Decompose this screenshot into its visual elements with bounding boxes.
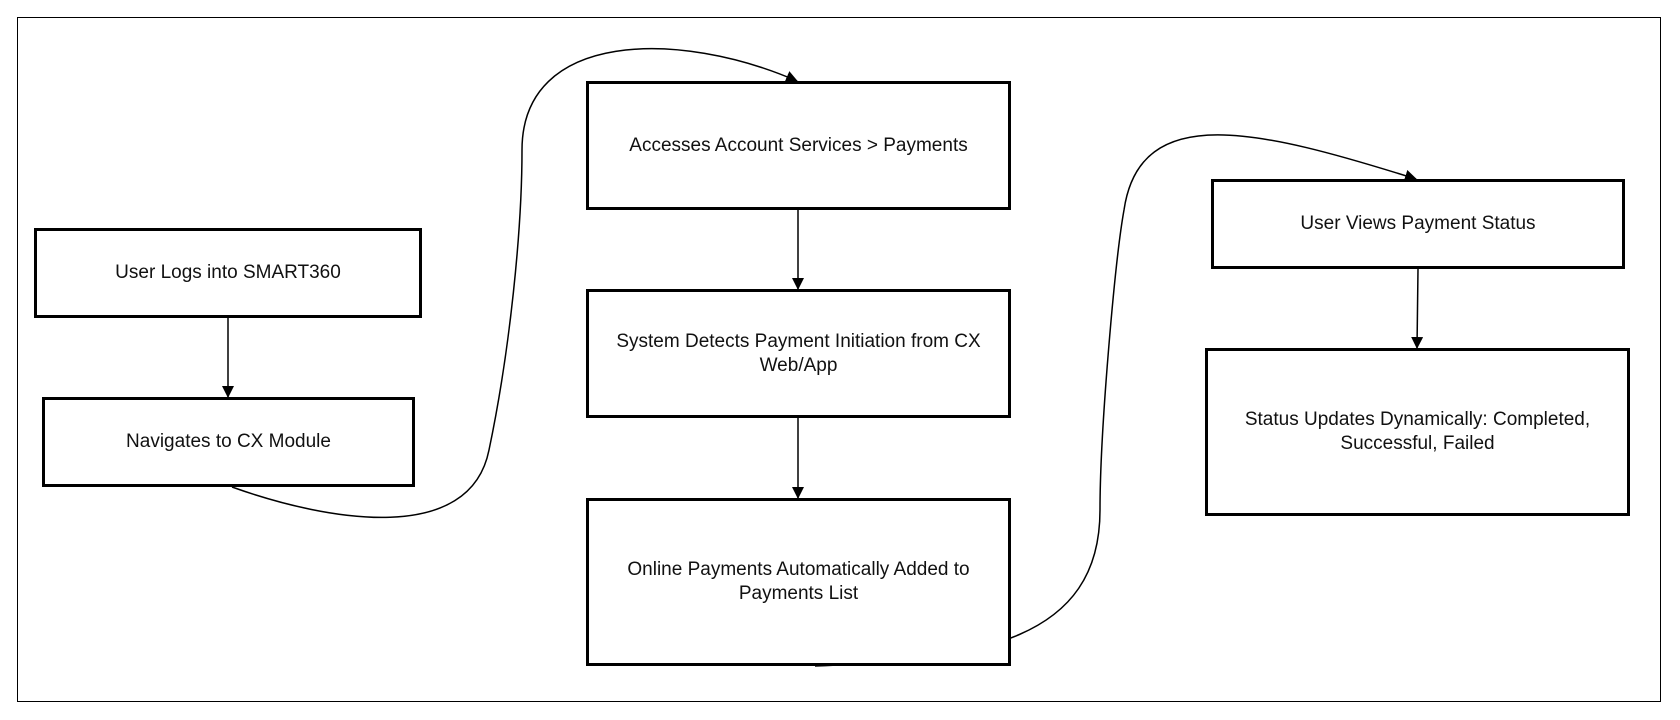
node-views-payment-status: User Views Payment Status — [1211, 179, 1625, 269]
edge-n2-n3 — [231, 47, 798, 519]
node-label: System Detects Payment Initiation from C… — [616, 330, 981, 376]
node-label: Navigates to CX Module — [126, 431, 331, 452]
node-label: User Logs into SMART360 — [115, 262, 341, 283]
node-label: User Views Payment Status — [1300, 213, 1536, 234]
node-label: Accesses Account Services > Payments — [629, 134, 968, 156]
node-accesses-payments: Accesses Account Services > Payments — [586, 81, 1011, 210]
node-payments-added-to-list: Online Payments Automatically Added to P… — [586, 498, 1011, 666]
edge-n6-n7 — [1411, 268, 1424, 349]
node-detects-payment-initiation: System Detects Payment Initiation from C… — [586, 289, 1011, 418]
node-label: Status Updates Dynamically: Completed, S… — [1244, 409, 1591, 454]
node-user-logs-in: User Logs into SMART360 — [34, 228, 422, 318]
node-label: Online Payments Automatically Added to P… — [627, 559, 970, 604]
node-status-updates: Status Updates Dynamically: Completed, S… — [1205, 348, 1630, 516]
node-navigates-cx-module: Navigates to CX Module — [42, 397, 415, 487]
diagram-frame — [17, 17, 1661, 702]
